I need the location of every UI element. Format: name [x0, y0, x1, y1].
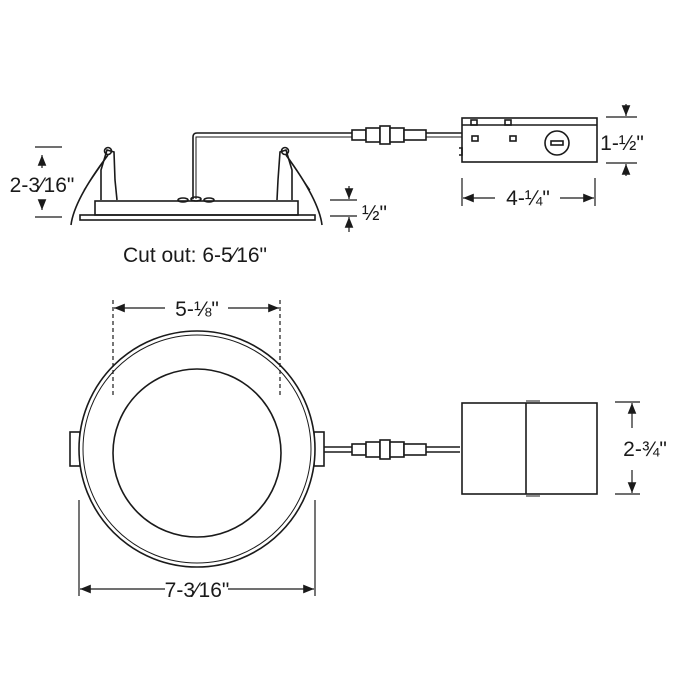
outer-trim-circle	[78, 330, 316, 568]
side-view: 2-3⁄16" ½" Cut out: 6-5⁄16" 1-½" 4-¼"	[10, 104, 644, 267]
driver-box-top	[461, 400, 598, 497]
driver-height-label: 1-½"	[600, 132, 644, 155]
cable-connector-top	[351, 439, 427, 460]
aperture-dimension: 5-⅛"	[112, 298, 281, 395]
driver-height-dimension: 1-½"	[600, 104, 644, 176]
driver-width-label: 2-¾"	[623, 438, 667, 461]
right-spring-clip	[276, 146, 323, 226]
fixture-body	[94, 200, 299, 216]
driver-width-dimension: 2-¾"	[615, 401, 667, 495]
flange-dimension: ½"	[330, 186, 387, 232]
top-view: 5-⅛" 7-3⁄16" 2-¾"	[69, 298, 667, 602]
driver-length-label: 4-¼"	[506, 187, 550, 210]
height-dimension: 2-3⁄16"	[10, 146, 75, 218]
trim-inner-edge	[82, 334, 312, 564]
driver-length-dimension: 4-¼"	[461, 178, 596, 210]
diameter-dimension: 7-3⁄16"	[78, 500, 316, 602]
power-cable	[192, 132, 462, 199]
diameter-label: 7-3⁄16"	[165, 579, 230, 602]
driver-box-side	[459, 117, 598, 163]
cable-connector	[351, 125, 427, 145]
flange-label: ½"	[362, 202, 387, 225]
left-spring-clip	[70, 146, 118, 226]
height-label: 2-3⁄16"	[10, 174, 75, 197]
cutout-label: Cut out: 6-5⁄16"	[123, 244, 267, 267]
aperture-label: 5-⅛"	[175, 298, 219, 321]
lens-circle	[112, 368, 282, 538]
